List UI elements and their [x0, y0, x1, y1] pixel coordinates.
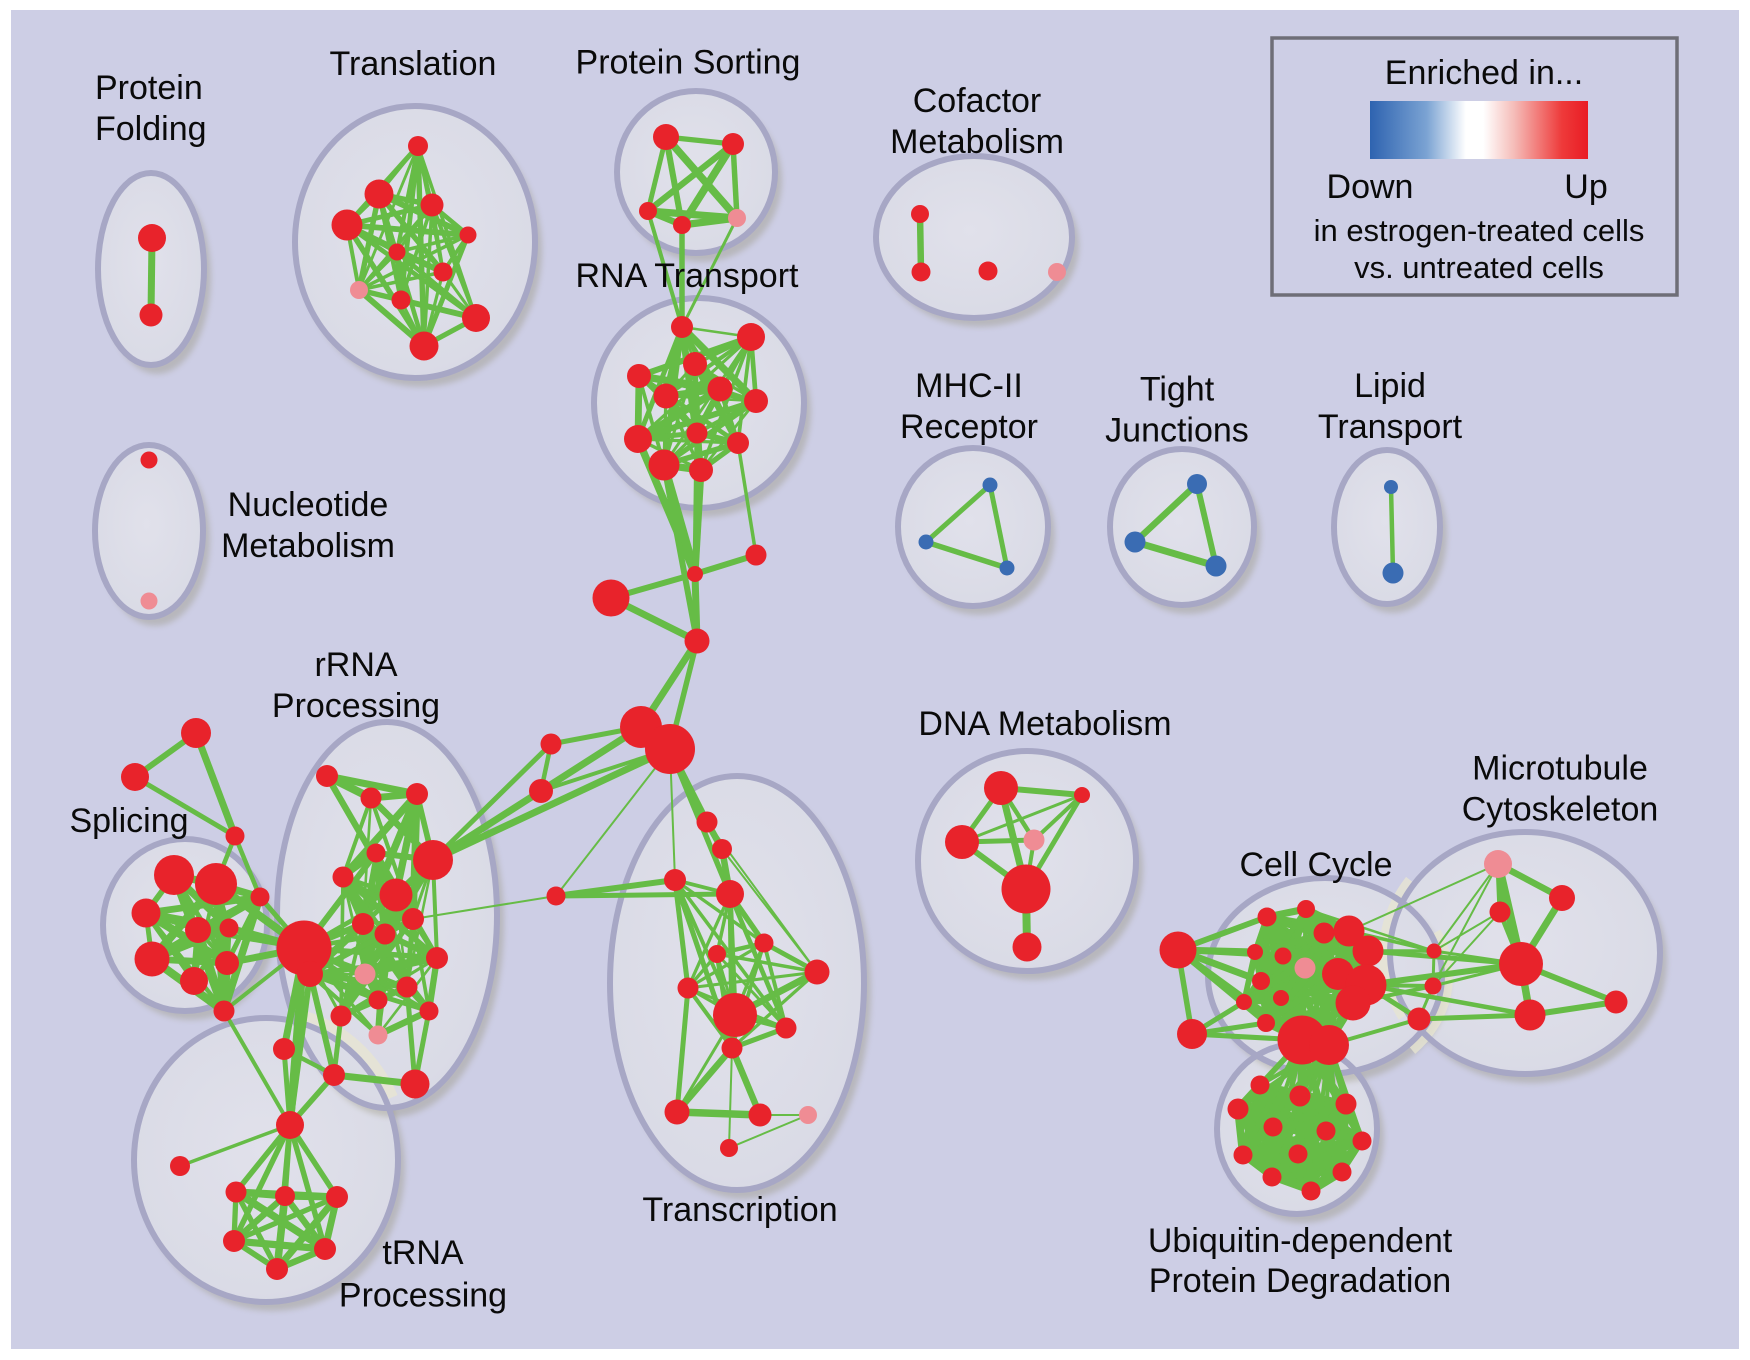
svg-text:Protein Sorting: Protein Sorting	[576, 44, 801, 82]
svg-text:vs. untreated cells: vs. untreated cells	[1354, 250, 1604, 285]
svg-text:DNA Metabolism: DNA Metabolism	[918, 705, 1171, 743]
svg-text:Transcription: Transcription	[642, 1191, 837, 1229]
svg-text:Down: Down	[1327, 168, 1414, 206]
svg-text:Cell Cycle: Cell Cycle	[1239, 846, 1392, 884]
svg-text:in estrogen-treated cells: in estrogen-treated cells	[1314, 213, 1645, 248]
svg-text:RNA Transport: RNA Transport	[576, 257, 800, 295]
svg-text:Enriched in...: Enriched in...	[1385, 54, 1583, 92]
svg-text:Translation: Translation	[330, 45, 497, 83]
svg-text:Up: Up	[1564, 168, 1607, 206]
svg-text:Splicing: Splicing	[69, 802, 188, 840]
